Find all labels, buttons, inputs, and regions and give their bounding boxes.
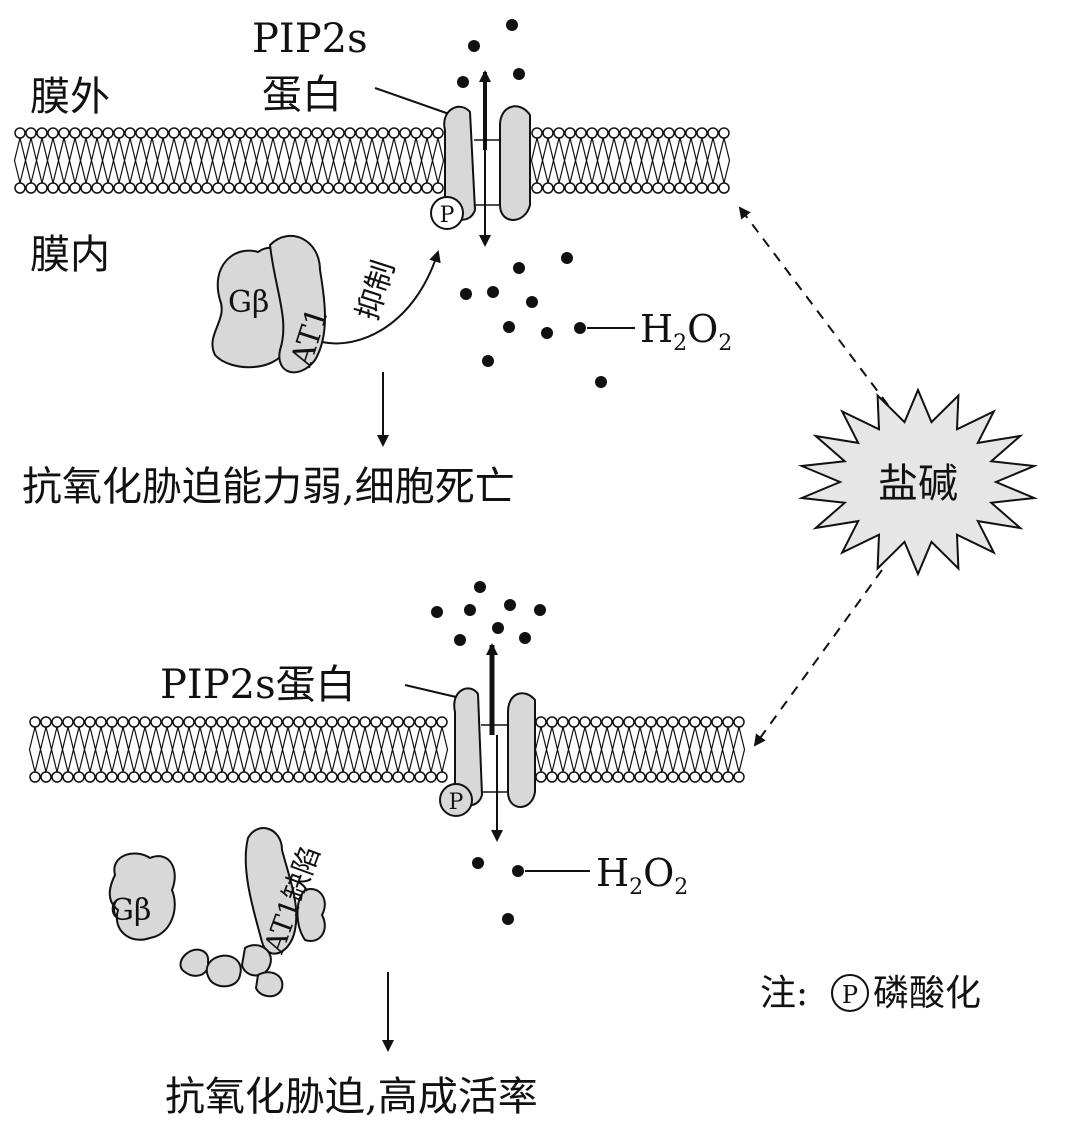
inhibit-arrow	[321, 250, 441, 345]
label-outside: 膜外	[30, 74, 110, 120]
gbeta-label-bottom: Gβ	[110, 893, 151, 928]
note-text: 磷酸化	[873, 973, 981, 1014]
label-inside: 膜内	[30, 232, 110, 278]
h2o2-dots-top-inside	[460, 252, 607, 388]
stress-arrow-top	[738, 206, 889, 406]
phospho-circle-bottom	[439, 783, 473, 817]
gbeta-at1-complex-top	[211, 234, 326, 374]
result-bottom: 抗氧化胁迫,高成活率	[165, 1074, 538, 1120]
stress-arrow-bottom	[753, 569, 883, 747]
salt-alkali-stress: 盐碱	[738, 206, 1039, 747]
top-panel: 膜外 膜内 PIP2s 蛋白 P	[13, 16, 732, 510]
phospho-symbol-bottom: P	[449, 790, 464, 815]
pip-label-bottom: PIP2s蛋白	[160, 662, 356, 708]
gbeta-blob-bottom	[108, 852, 176, 941]
h2o2-dots-bottom-outside	[431, 581, 546, 646]
legend-note: 注: P 磷酸化	[760, 973, 981, 1014]
pip-label-line1: PIP2s	[252, 16, 368, 62]
h2o2-label-top: H2O2	[640, 307, 732, 356]
gbeta-label-top: Gβ	[228, 285, 269, 320]
stress-label: 盐碱	[878, 461, 958, 507]
top-membrane	[13, 127, 731, 194]
phospho-circle-top	[430, 196, 464, 230]
phospho-symbol-top: P	[440, 203, 455, 228]
bottom-membrane	[28, 716, 746, 783]
note-phospho-circle	[831, 974, 869, 1012]
pip-label-line2: 蛋白	[262, 72, 342, 118]
h2o2-label-bottom: H2O2	[596, 851, 688, 900]
h2o2-dots-top-outside	[457, 19, 525, 88]
note-prefix: 注:	[760, 973, 808, 1014]
at1-defect-fragments	[179, 827, 326, 998]
result-top: 抗氧化胁迫能力弱,细胞死亡	[22, 464, 515, 510]
note-phospho-symbol: P	[842, 981, 858, 1009]
pip-label-leader-bottom	[404, 684, 457, 698]
h2o2-dots-bottom-inside	[472, 857, 524, 925]
pip-label-leader	[374, 87, 453, 116]
inhibit-label: 抑制	[350, 257, 402, 325]
bottom-panel: PIP2s蛋白 P H2O2	[28, 581, 746, 1120]
pip2s-channel-top	[443, 105, 531, 221]
stress-burst-shape	[797, 387, 1039, 577]
